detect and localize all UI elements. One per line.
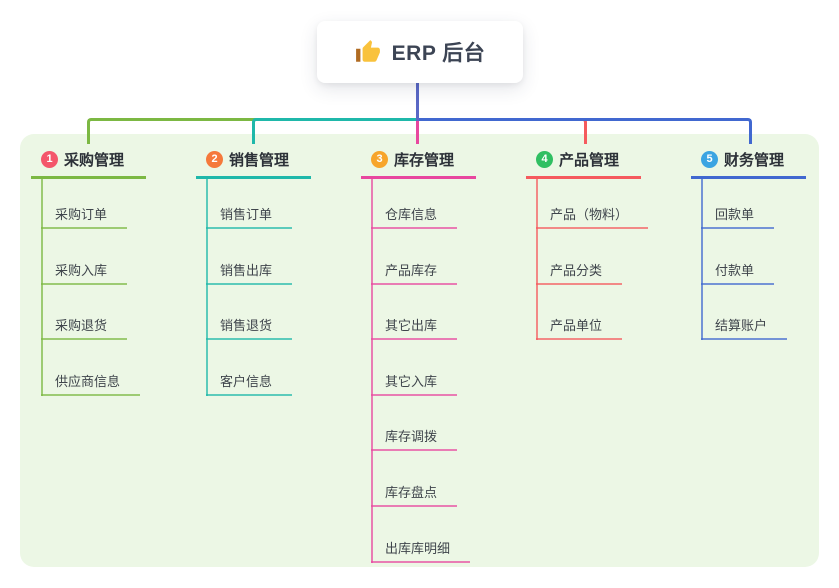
child-connector-line xyxy=(371,179,373,563)
branch-node-3[interactable]: 库存管理 xyxy=(394,152,455,169)
child-underline xyxy=(536,283,622,285)
root-node[interactable]: ERP 后台 xyxy=(317,21,523,83)
branch-node-2[interactable]: 销售管理 xyxy=(229,152,290,169)
child-node[interactable]: 产品分类 xyxy=(550,263,603,278)
child-underline xyxy=(536,227,648,229)
child-node[interactable]: 销售出库 xyxy=(220,263,273,278)
child-underline xyxy=(41,227,127,229)
child-node[interactable]: 其它入库 xyxy=(385,374,438,389)
branch-badge-5: 5 xyxy=(701,151,718,168)
connector-elbow-5 xyxy=(417,118,752,144)
child-underline xyxy=(701,227,774,229)
connector-elbow-2 xyxy=(252,118,421,144)
child-underline xyxy=(41,394,140,396)
child-underline xyxy=(206,227,292,229)
child-underline xyxy=(701,283,774,285)
child-underline xyxy=(371,449,457,451)
child-underline xyxy=(206,338,292,340)
child-node[interactable]: 产品库存 xyxy=(385,263,438,278)
child-node[interactable]: 库存盘点 xyxy=(385,485,438,500)
branch-underline-5 xyxy=(691,176,806,179)
child-underline xyxy=(371,283,457,285)
child-underline xyxy=(371,227,457,229)
child-underline xyxy=(371,505,457,507)
child-node[interactable]: 其它出库 xyxy=(385,318,438,333)
child-underline xyxy=(41,283,127,285)
child-underline xyxy=(41,338,127,340)
child-underline xyxy=(371,561,470,563)
branch-node-1[interactable]: 采购管理 xyxy=(64,152,125,169)
child-connector-line xyxy=(206,179,208,396)
child-underline xyxy=(536,338,622,340)
child-node[interactable]: 回款单 xyxy=(715,207,755,222)
thumbs-up-icon xyxy=(355,40,380,62)
branch-underline-4 xyxy=(526,176,641,179)
branch-underline-3 xyxy=(361,176,476,179)
branch-node-5[interactable]: 财务管理 xyxy=(724,152,785,169)
root-title: ERP 后台 xyxy=(391,42,486,65)
child-node[interactable]: 采购退货 xyxy=(55,318,108,333)
child-node[interactable]: 结算账户 xyxy=(715,318,768,333)
branch-badge-3: 3 xyxy=(371,151,388,168)
child-node[interactable]: 采购入库 xyxy=(55,263,108,278)
child-node[interactable]: 库存调拨 xyxy=(385,429,438,444)
child-node[interactable]: 产品单位 xyxy=(550,318,603,333)
child-node[interactable]: 销售退货 xyxy=(220,318,273,333)
connector-drop-3 xyxy=(416,118,419,144)
branch-underline-1 xyxy=(31,176,146,179)
child-underline xyxy=(206,394,292,396)
branch-underline-2 xyxy=(196,176,311,179)
branch-node-4[interactable]: 产品管理 xyxy=(559,152,620,169)
child-underline xyxy=(371,338,457,340)
child-underline xyxy=(701,338,787,340)
mindmap-panel xyxy=(20,134,819,567)
child-underline xyxy=(371,394,457,396)
child-node[interactable]: 出库库明细 xyxy=(385,541,451,556)
child-node[interactable]: 付款单 xyxy=(715,263,755,278)
child-node[interactable]: 销售订单 xyxy=(220,207,273,222)
child-underline xyxy=(206,283,292,285)
child-connector-line xyxy=(41,179,43,396)
child-connector-line xyxy=(536,179,538,340)
child-connector-line xyxy=(701,179,703,340)
child-node[interactable]: 仓库信息 xyxy=(385,207,438,222)
branch-badge-2: 2 xyxy=(206,151,223,168)
root-stem-line xyxy=(416,83,419,121)
child-node[interactable]: 采购订单 xyxy=(55,207,108,222)
child-node[interactable]: 客户信息 xyxy=(220,374,273,389)
branch-badge-1: 1 xyxy=(41,151,58,168)
child-node[interactable]: 供应商信息 xyxy=(55,374,121,389)
child-node[interactable]: 产品（物料） xyxy=(550,207,629,222)
branch-badge-4: 4 xyxy=(536,151,553,168)
